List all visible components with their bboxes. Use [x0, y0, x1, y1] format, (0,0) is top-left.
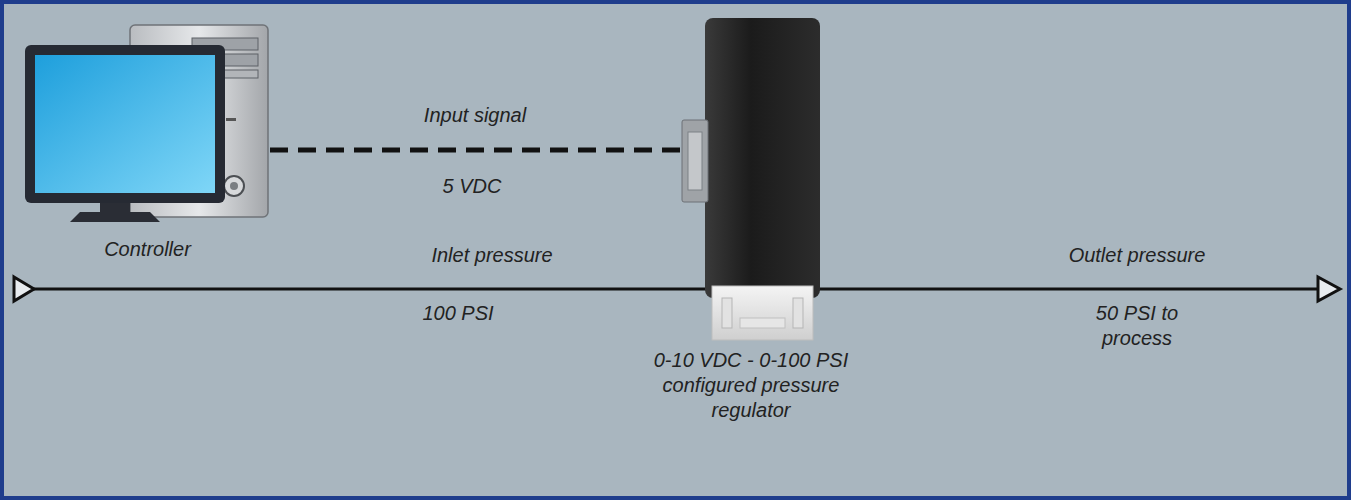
regulator-node: 0-10 VDC - 0-100 PSI configured pressure… [680, 18, 822, 340]
pressure-regulator [682, 18, 820, 340]
controller-node: Controller [25, 25, 270, 225]
pressure-value: 100 PSI [422, 301, 493, 326]
pressure-value: 50 PSI to process [1082, 301, 1192, 351]
line-name: Inlet pressure [431, 243, 552, 268]
line-name: Outlet pressure [1069, 243, 1206, 268]
signal-value: 5 VDC [443, 174, 502, 199]
signal-line [270, 148, 680, 153]
node-label: 0-10 VDC - 0-100 PSI configured pressure… [626, 348, 876, 423]
pressure-line [14, 277, 1340, 301]
signal-name: Input signal [424, 103, 526, 128]
node-label: Controller [104, 237, 191, 262]
computer-monitor [25, 45, 225, 222]
